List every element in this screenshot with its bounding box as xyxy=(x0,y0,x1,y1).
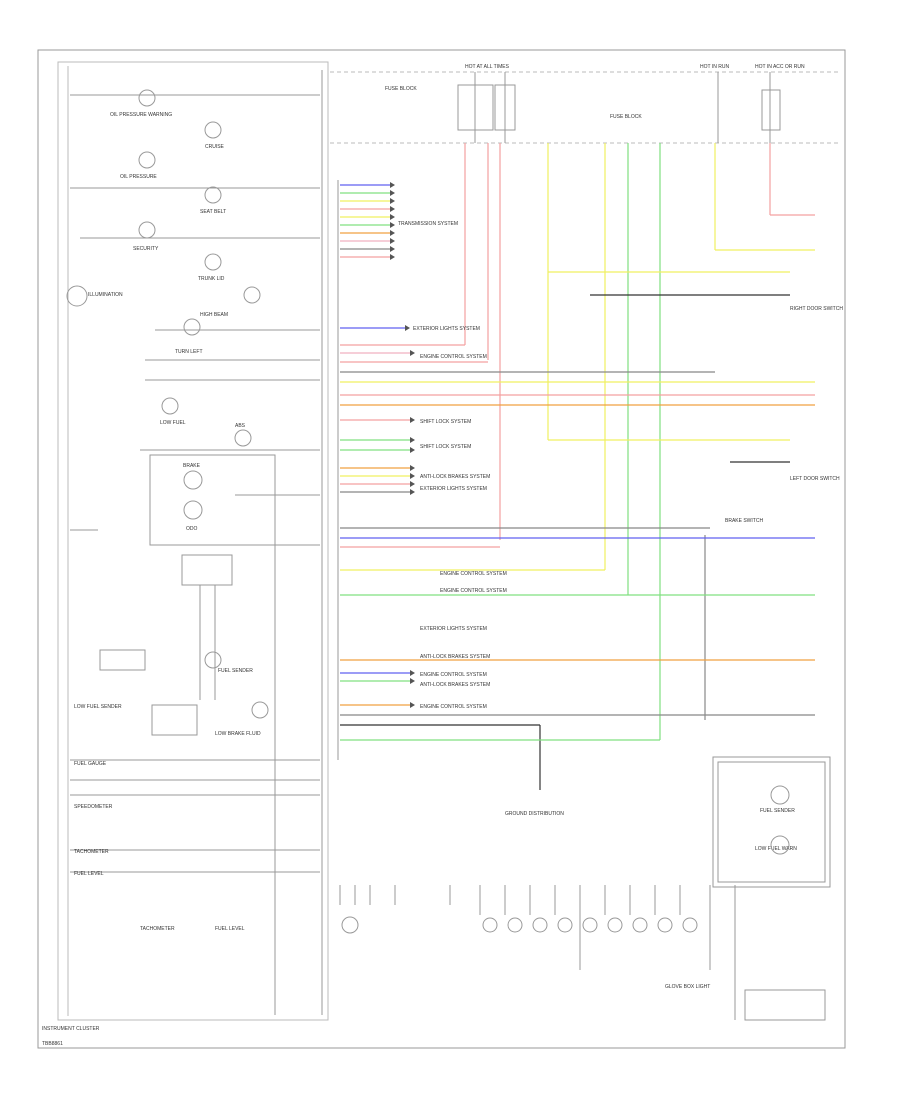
label-right-door-switch: RIGHT DOOR SWITCH xyxy=(790,306,843,312)
label-oil-pressure-warning: OIL PRESSURE WARNING xyxy=(110,112,172,118)
label-seat-belt: SEAT BELT xyxy=(200,209,226,215)
label-brake-switch: BRAKE SWITCH xyxy=(725,518,763,524)
label-engine-control-5: ENGINE CONTROL SYSTEM xyxy=(420,704,487,710)
lamp-high-beam xyxy=(243,286,261,304)
label-engine-control-2: ENGINE CONTROL SYSTEM xyxy=(440,571,507,577)
fuel-sender-box xyxy=(712,756,831,1021)
connector-arrows xyxy=(390,182,415,708)
label-security: SECURITY xyxy=(133,246,159,252)
label-high-beam: HIGH BEAM xyxy=(200,312,228,318)
lamp-oil-pressure-warning xyxy=(138,89,156,107)
pin-column xyxy=(321,70,339,1015)
lamp-security xyxy=(138,221,156,239)
label-fuse-block-2: FUSE BLOCK xyxy=(385,86,417,92)
label-hot-in-run: HOT IN RUN xyxy=(700,64,729,70)
label-hot-at-all-times: HOT AT ALL TIMES xyxy=(465,64,510,70)
label-low-brake-fluid: LOW BRAKE FLUID xyxy=(215,731,261,737)
label-low-fuel-warn: LOW FUEL WARN xyxy=(755,846,797,852)
label-illumination: ILLUMINATION xyxy=(88,292,123,298)
label-brake: BRAKE xyxy=(183,463,201,469)
label-abs: ABS xyxy=(235,423,246,429)
lamp-speedo xyxy=(251,701,269,719)
label-fuel-gauge: FUEL GAUGE xyxy=(74,761,107,767)
label-engine-control-3: ENGINE CONTROL SYSTEM xyxy=(440,588,507,594)
label-transmission: TRANSMISSION SYSTEM xyxy=(398,221,458,227)
label-ground-distribution: GROUND DISTRIBUTION xyxy=(505,811,564,817)
lamp-illumination xyxy=(66,285,88,307)
label-turn-left: TURN LEFT xyxy=(175,349,203,355)
lamp-turn xyxy=(183,318,201,336)
horizontal-wires xyxy=(340,184,815,741)
label-speedometer: SPEEDOMETER xyxy=(74,804,113,810)
lamp-oil-pressure xyxy=(138,151,156,169)
vertical-wires xyxy=(464,143,771,790)
cluster-internal-lines xyxy=(70,94,320,1015)
label-antilock-2: ANTI-LOCK BRAKES SYSTEM xyxy=(420,654,490,660)
label-shift-lock-2: SHIFT LOCK SYSTEM xyxy=(420,444,471,450)
label-exterior-lights: EXTERIOR LIGHTS SYSTEM xyxy=(413,326,480,332)
fuse-block xyxy=(457,72,781,143)
cluster-lamps xyxy=(66,89,359,934)
lamp-bottom-1 xyxy=(341,916,359,934)
label-shift-lock: SHIFT LOCK SYSTEM xyxy=(420,419,471,425)
label-antilock-1: ANTI-LOCK BRAKES SYSTEM xyxy=(420,474,490,480)
label-tach-bottom: TACHOMETER xyxy=(140,926,175,932)
lamp-brake xyxy=(183,470,203,490)
label-fuse-block: FUSE BLOCK xyxy=(610,114,642,120)
lamp-fuel-gauge xyxy=(204,651,222,669)
lamp-odo xyxy=(183,500,203,520)
label-fuel-sender: FUEL SENDER xyxy=(218,668,253,674)
label-fuel-bottom: FUEL LEVEL xyxy=(215,926,245,932)
lamp-low-fuel xyxy=(161,397,179,415)
label-oil-pressure: OIL PRESSURE xyxy=(120,174,157,180)
label-instrument-cluster: INSTRUMENT CLUSTER xyxy=(42,1026,100,1032)
label-tachometer: TACHOMETER xyxy=(74,849,109,855)
label-fuel-level: FUEL LEVEL xyxy=(74,871,104,877)
label-low-fuel: LOW FUEL xyxy=(160,420,186,426)
lamp-abs xyxy=(234,429,252,447)
label-low-fuel-sender: LOW FUEL SENDER xyxy=(74,704,122,710)
label-diagram-code: TBB8861 xyxy=(42,1041,63,1047)
label-exterior-2: EXTERIOR LIGHTS SYSTEM xyxy=(420,486,487,492)
label-trunk-lid: TRUNK LID xyxy=(198,276,225,282)
outer-border xyxy=(37,49,846,1049)
label-antilock-3: ANTI-LOCK BRAKES SYSTEM xyxy=(420,682,490,688)
cluster-border xyxy=(57,61,329,1021)
lamp-cruise xyxy=(204,121,222,139)
label-hot-in-acc-run: HOT IN ACC OR RUN xyxy=(755,64,805,70)
bottom-lamp-row xyxy=(339,885,711,970)
label-left-door-switch: LEFT DOOR SWITCH xyxy=(790,476,840,482)
label-odo: ODO xyxy=(186,526,198,532)
label-engine-control: ENGINE CONTROL SYSTEM xyxy=(420,354,487,360)
label-glove-box: GLOVE BOX LIGHT xyxy=(665,984,710,990)
label-exterior-3: EXTERIOR LIGHTS SYSTEM xyxy=(420,626,487,632)
label-fuel-sender-r: FUEL SENDER xyxy=(760,808,795,814)
label-engine-control-4: ENGINE CONTROL SYSTEM xyxy=(420,672,487,678)
lamp-seat-belt xyxy=(204,186,222,204)
lamp-trunk-lid xyxy=(204,253,222,271)
label-cruise: CRUISE xyxy=(205,144,225,150)
